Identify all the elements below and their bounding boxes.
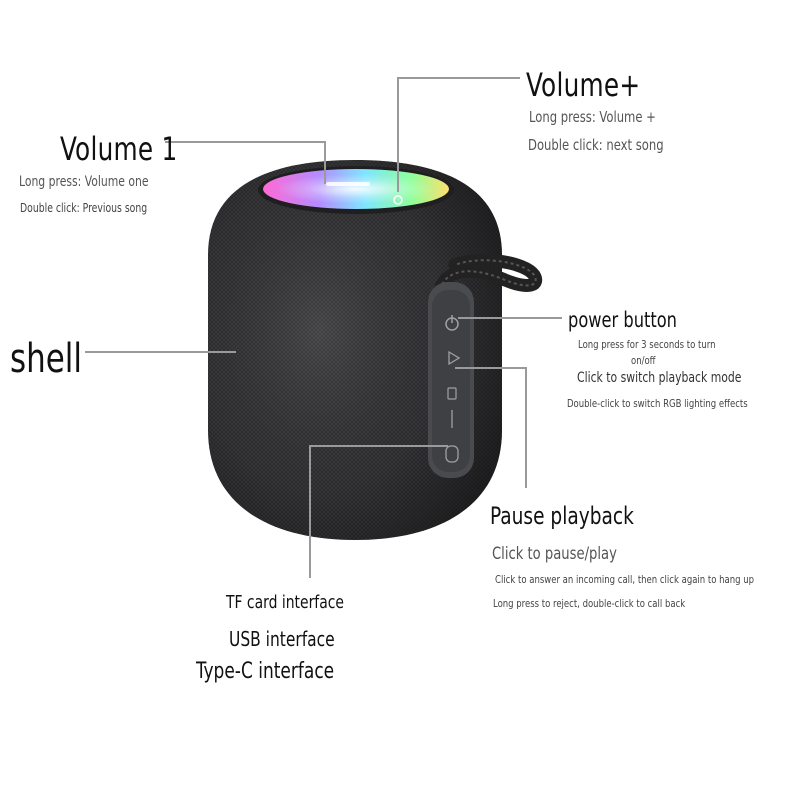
volume-plus-detail: Long press: Volume + — [529, 108, 656, 126]
volume-minus-title: Volume 1 — [60, 130, 178, 168]
power-button-detail: Double-click to switch RGB lighting effe… — [567, 397, 748, 410]
leader-lines — [85, 77, 562, 578]
pause-playback-detail: Long press to reject, double-click to ca… — [493, 597, 686, 610]
carry-strap — [433, 253, 543, 297]
tf-card-label: TF card interface — [226, 592, 344, 613]
play-pause-icon[interactable] — [448, 350, 461, 366]
power-button-detail: Long press for 3 seconds to turn — [578, 338, 716, 351]
side-control-panel — [428, 282, 474, 478]
volume-plus-title: Volume+ — [526, 66, 641, 104]
tf-card-icon[interactable] — [447, 387, 457, 400]
power-button-detail: Click to switch playback mode — [577, 370, 742, 386]
usb-label: USB interface — [229, 627, 335, 651]
type-c-icon[interactable] — [445, 445, 459, 463]
type-c-label: Type-C interface — [196, 659, 335, 684]
leader-interfaces — [309, 445, 448, 578]
leader-pause-playback — [455, 367, 527, 488]
volume-minus-detail: Double click: Previous song — [20, 201, 148, 215]
leader-volume-minus — [165, 141, 326, 184]
shell-label: shell — [10, 336, 82, 382]
volume-minus-button[interactable] — [326, 182, 370, 186]
pause-playback-title: Pause playback — [490, 502, 634, 530]
power-icon[interactable] — [445, 315, 459, 331]
pause-playback-detail: Click to pause/play — [492, 544, 617, 564]
rgb-light-ring — [258, 166, 454, 214]
leader-volume-plus — [397, 77, 520, 192]
volume-minus-detail: Long press: Volume one — [19, 174, 149, 190]
volume-plus-detail: Double click: next song — [528, 136, 664, 154]
pause-playback-detail: Click to answer an incoming call, then c… — [495, 573, 755, 586]
volume-plus-button[interactable] — [393, 195, 403, 205]
power-button-detail: on/off — [631, 354, 656, 367]
power-button-title: power button — [568, 308, 677, 332]
